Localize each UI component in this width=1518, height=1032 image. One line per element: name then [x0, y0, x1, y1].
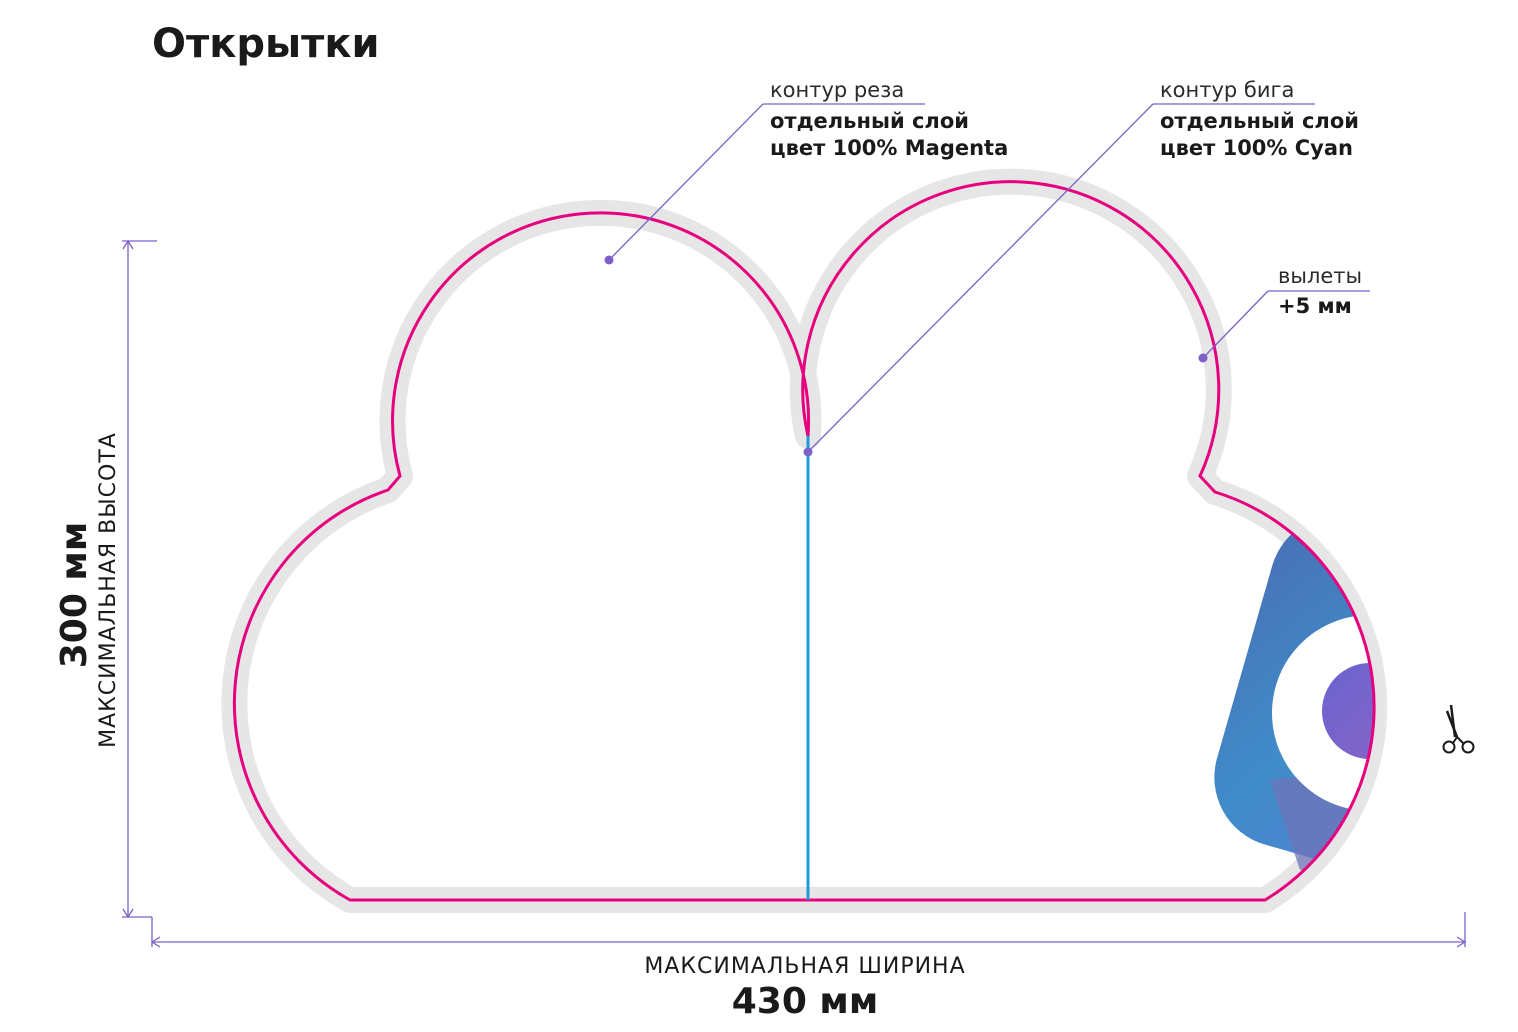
- cut-label-title: контур реза: [770, 78, 904, 102]
- height-value: 300 мм: [54, 522, 95, 669]
- cut-leader: [604, 103, 925, 265]
- height-caption: МАКСИМАЛЬНАЯ ВЫСОТА: [96, 432, 121, 748]
- fold-label-color: цвет 100% Cyan: [1160, 136, 1353, 160]
- bleed-area: [221, 168, 1388, 913]
- cut-contour: [232, 180, 1376, 902]
- cut-label-color: цвет 100% Magenta: [770, 136, 1008, 160]
- width-caption: МАКСИМАЛЬНАЯ ШИРИНА: [644, 954, 965, 979]
- fold-label-title: контур бига: [1160, 78, 1294, 102]
- width-value: 430 мм: [732, 981, 879, 1022]
- bleed-label-value: +5 мм: [1278, 294, 1352, 318]
- page-title: Открытки: [152, 21, 380, 67]
- fold-label-layer: отдельный слой: [1160, 109, 1359, 133]
- height-dimension-line: [122, 239, 157, 919]
- fold-leader: [803, 103, 1315, 457]
- bleed-label-title: вылеты: [1278, 264, 1362, 288]
- width-dimension-line: [150, 912, 1467, 948]
- scissors-icon: [1442, 704, 1475, 754]
- bleed-leader: [1198, 290, 1370, 363]
- cut-label-layer: отдельный слой: [770, 109, 969, 133]
